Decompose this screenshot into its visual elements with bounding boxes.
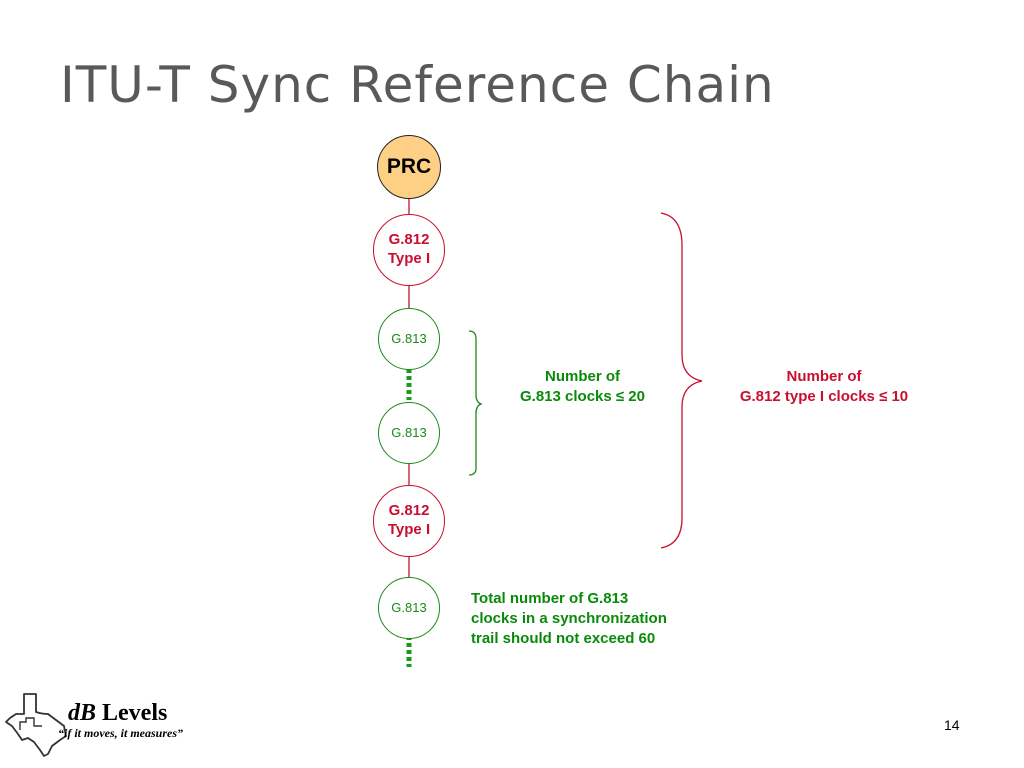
logo-name-rest: Levels — [96, 700, 168, 726]
total-note-line1: Total number of G.813 — [471, 590, 629, 607]
prc-node: PRC — [377, 135, 441, 199]
logo-name: dB Levels — [68, 700, 183, 726]
node-label-line1: G.812 — [388, 502, 430, 520]
red-brace — [660, 212, 703, 549]
texas-outline-logo-icon — [5, 693, 67, 757]
company-logo: dB Levels “if it moves, it measures” — [58, 700, 183, 741]
g812-limit-label: Number of G.812 type I clocks ≤ 10 — [722, 367, 926, 407]
node-label: G.813 — [391, 330, 427, 346]
node-label: G.813 — [391, 424, 427, 440]
g812-limit-line2: G.812 type I clocks ≤ 10 — [739, 388, 909, 405]
g812-type1-node-top: G.812 Type I — [373, 214, 445, 286]
g813-node-2: G.813 — [378, 402, 440, 464]
total-note-line3: trail should not exceed 60 — [471, 630, 656, 647]
slide-title: ITU-T Sync Reference Chain — [60, 56, 775, 114]
node-label-line1: G.812 — [388, 231, 430, 249]
node-label-line2: Type I — [387, 521, 431, 538]
g813-limit-line2: G.813 clocks ≤ 20 — [520, 388, 645, 405]
page-number: 14 — [944, 717, 960, 733]
logo-name-italic: dB — [68, 700, 97, 726]
logo-tagline: “if it moves, it measures” — [58, 726, 183, 740]
g813-node-3: G.813 — [378, 577, 440, 639]
prc-label: PRC — [386, 154, 432, 178]
green-brace — [468, 330, 483, 476]
node-label-line2: Type I — [387, 250, 431, 267]
total-note: Total number of G.813 clocks in a synchr… — [471, 589, 667, 649]
node-label: G.813 — [391, 599, 427, 615]
total-note-line2: clocks in a synchronization — [471, 610, 667, 627]
g813-node-1: G.813 — [378, 308, 440, 370]
g813-limit-label: Number of G.813 clocks ≤ 20 — [500, 367, 665, 407]
g812-limit-line1: Number of — [786, 368, 862, 385]
g813-limit-line1: Number of — [545, 368, 620, 385]
g812-type1-node-bottom: G.812 Type I — [373, 485, 445, 557]
